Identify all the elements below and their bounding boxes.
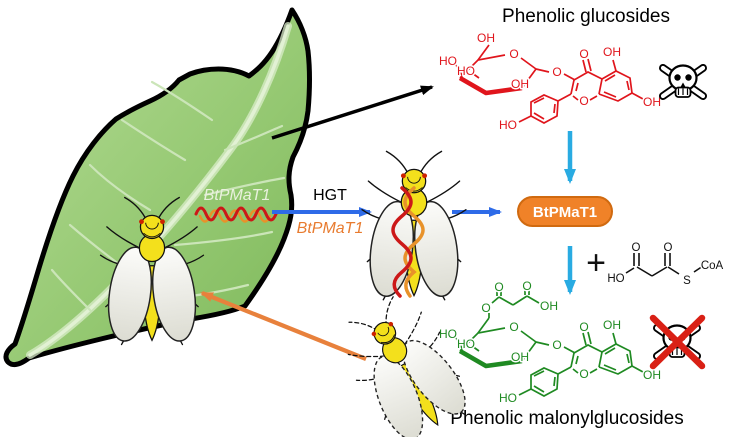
leaf-main-vein-highlight xyxy=(28,24,290,357)
atom-label: HO xyxy=(607,273,624,285)
title-phenolic-glucosides: Phenolic glucosides xyxy=(502,6,670,27)
atom-label: O xyxy=(664,242,673,254)
dna-helix-icon xyxy=(391,186,425,298)
title-phenolic-malonylglucosides: Phenolic malonylglucosides xyxy=(450,408,683,429)
atom-label: O xyxy=(481,301,490,315)
leaf-to-glucoside-arrow xyxy=(271,85,434,140)
atom-label: O xyxy=(494,280,503,294)
malonyl-group-bonds xyxy=(488,289,540,318)
gene-label-on-leaf: BtPMaT1 xyxy=(204,187,271,204)
atom-label: O xyxy=(552,65,561,79)
skull-crossbones-icon xyxy=(663,66,703,98)
atom-label: O xyxy=(579,47,588,61)
atom-label: O xyxy=(522,279,531,293)
enzyme-pill-label: BtPMaT1 xyxy=(533,204,597,221)
plus-sign: + xyxy=(586,244,606,282)
atom-label: O xyxy=(579,94,588,108)
gene-label-transferred: BtPMaT1 xyxy=(297,220,364,237)
malonyl-coa-structure: HO O O S CoA xyxy=(606,241,725,289)
atom-label: HO xyxy=(499,118,517,132)
atom-label: OH xyxy=(603,318,621,332)
atom-label: HO xyxy=(499,391,517,405)
atom-label: OH xyxy=(511,77,529,91)
hgt-label: HGT xyxy=(313,187,347,204)
atom-label: O xyxy=(632,242,641,254)
atom-label: OH xyxy=(603,45,621,59)
atom-label: OH xyxy=(477,31,495,45)
atom-label: S xyxy=(683,275,691,287)
atom-label: HO xyxy=(457,64,475,78)
leaf-blade xyxy=(3,7,312,368)
atom-label: O xyxy=(579,320,588,334)
atom-label: CoA xyxy=(701,260,724,272)
atom-label: OH xyxy=(511,350,529,364)
whitefly-vector xyxy=(361,150,467,301)
atom-label: O xyxy=(509,320,518,334)
atom-label: O xyxy=(579,367,588,381)
leaf-side-veins xyxy=(50,80,286,312)
atom-label: O xyxy=(509,47,518,61)
fly-to-leaf-arrow xyxy=(200,291,367,361)
atom-label: OH xyxy=(540,299,558,313)
skull-crossbones-crossed-icon xyxy=(649,314,706,370)
atom-label: OH xyxy=(643,95,661,109)
atom-label: HO xyxy=(439,54,457,68)
atom-label: HO xyxy=(439,327,457,341)
leaf-icon xyxy=(3,7,312,368)
atom-label: O xyxy=(552,338,561,352)
atom-label: OH xyxy=(643,368,661,382)
enzyme-pill: BtPMaT1 xyxy=(517,196,613,227)
atom-label: HO xyxy=(457,337,475,351)
red-x-icon xyxy=(649,314,706,370)
dna-wave-icon xyxy=(194,206,278,223)
